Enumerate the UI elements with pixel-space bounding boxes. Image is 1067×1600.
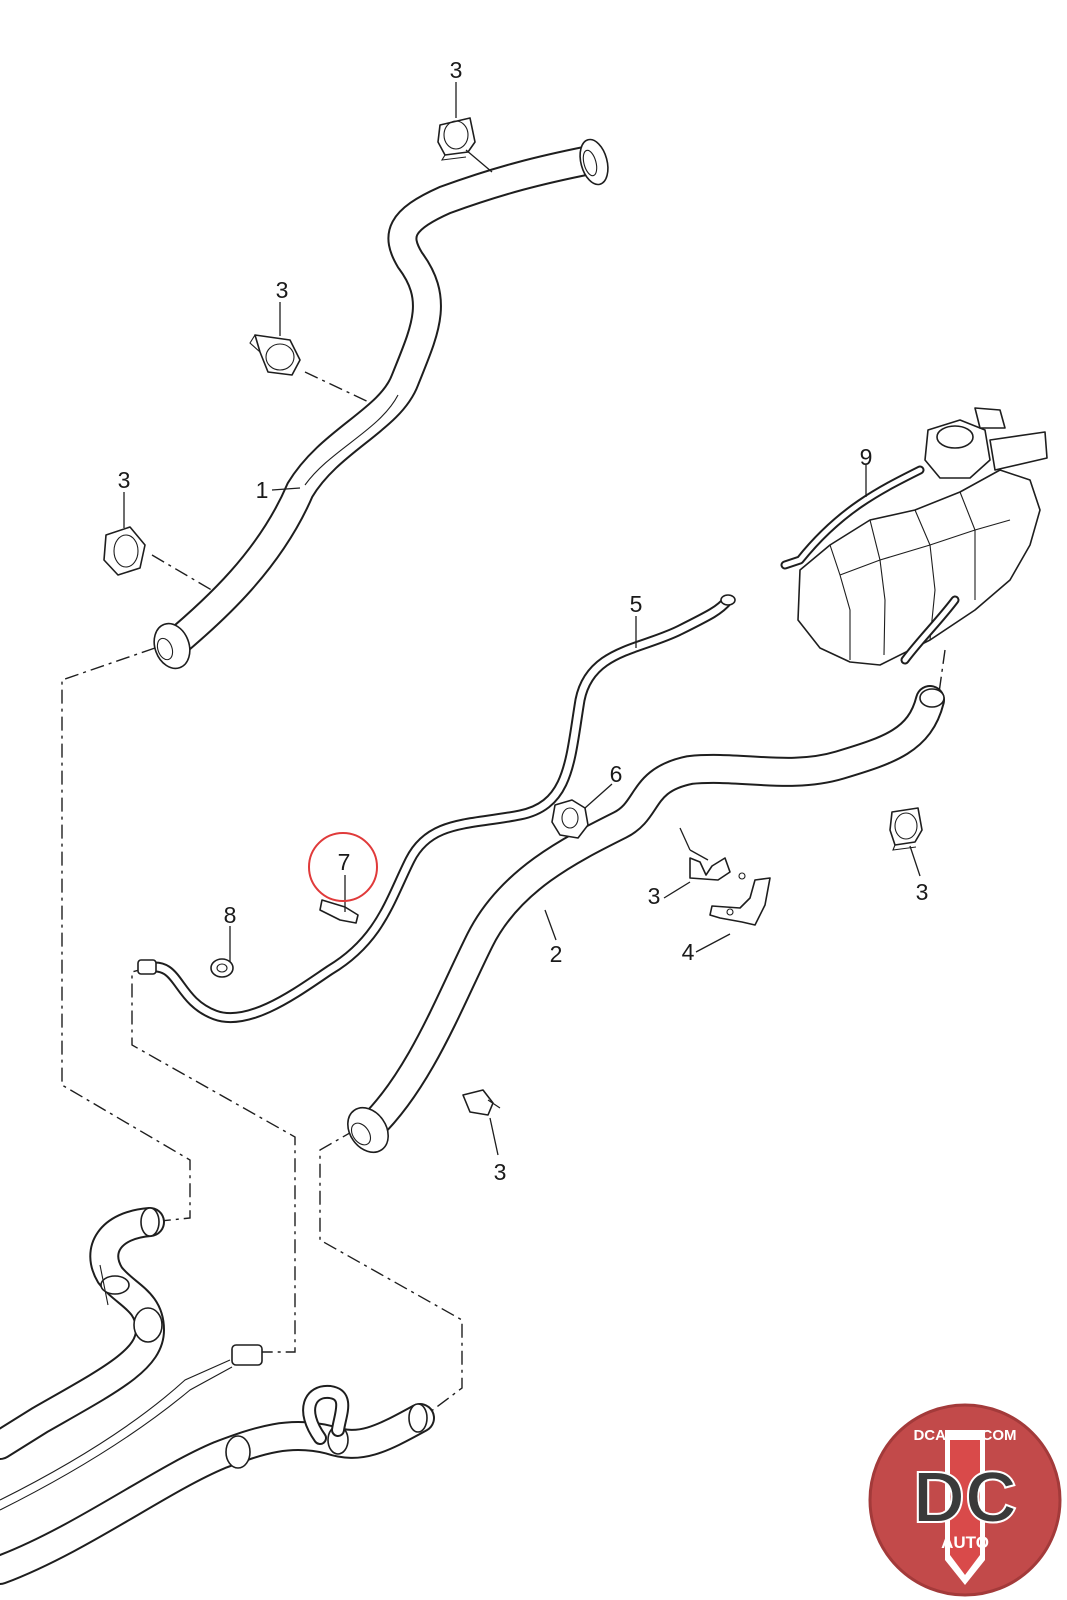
routing-lines xyxy=(61,371,946,1419)
callout-3-top: 3 xyxy=(450,57,463,83)
clamp-3-upper-left xyxy=(249,334,301,376)
logo-site-text: DCAUTO.COM xyxy=(913,1427,1016,1444)
clip-6 xyxy=(551,799,589,839)
logo-auto-text: AUTO xyxy=(941,1533,989,1552)
bracket-4 xyxy=(709,872,771,926)
engine-pipes xyxy=(0,1207,435,1585)
callout-2: 2 xyxy=(550,941,563,967)
callout-3-upper-left: 3 xyxy=(276,277,289,303)
leader-lines xyxy=(123,82,921,1156)
callout-4: 4 xyxy=(682,939,695,965)
clamp-3-left xyxy=(103,526,146,576)
hose-1 xyxy=(153,138,609,670)
callout-5: 5 xyxy=(630,591,643,617)
callout-7: 7 xyxy=(338,849,351,875)
clamp-3-bottom xyxy=(462,1089,501,1116)
callout-9: 9 xyxy=(860,444,873,470)
callout-1: 1 xyxy=(256,477,269,503)
dcauto-logo: DCAUTO.COM DC AUTO xyxy=(868,1403,1062,1597)
expansion-tank-9 xyxy=(780,407,1048,666)
bracket-3-middle xyxy=(689,857,731,881)
logo-dc-mark: DC xyxy=(913,1458,1017,1538)
highlight-circle-part-7 xyxy=(308,832,378,902)
callout-6: 6 xyxy=(610,761,623,787)
callout-3-middle: 3 xyxy=(648,883,661,909)
callout-8: 8 xyxy=(224,902,237,928)
clamp-8 xyxy=(210,958,234,978)
hose-5 xyxy=(137,594,736,1024)
clamp-3-right xyxy=(889,807,923,851)
callout-3-left: 3 xyxy=(118,467,131,493)
callout-3-bottom: 3 xyxy=(494,1159,507,1185)
hose-2 xyxy=(347,685,945,1154)
callout-labels: 3 3 3 1 9 5 6 7 8 3 3 2 4 3 xyxy=(118,57,929,1185)
callout-3-right: 3 xyxy=(916,879,929,905)
part-7 xyxy=(319,899,359,924)
